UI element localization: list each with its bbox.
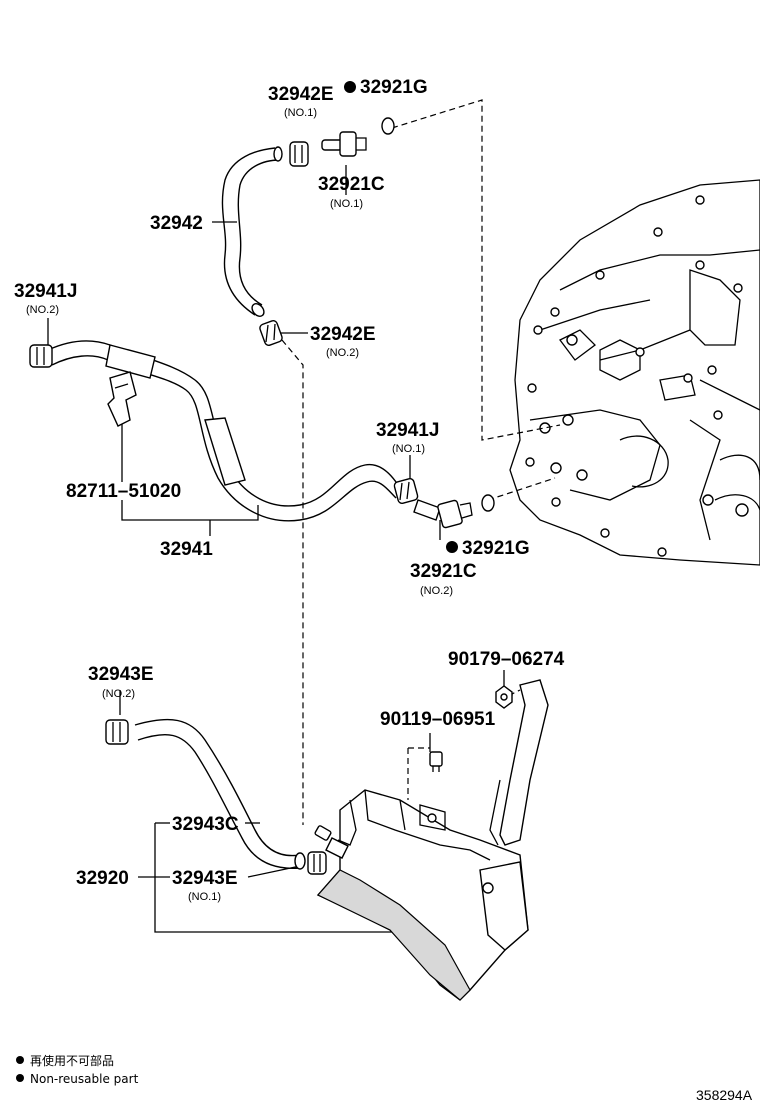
label-90119-06951: 90119–06951 [380, 709, 496, 730]
diagram-code: 358294A [696, 1087, 753, 1103]
label-32921G-no1: 32921G [360, 77, 428, 98]
label-32921C-no2-sub: (NO.2) [420, 585, 453, 597]
label-32921C-no2: 32921C [410, 561, 477, 582]
non-reusable-marker-1 [344, 81, 356, 93]
label-32941J-no2: 32941J [14, 281, 77, 302]
clip-32942E-no2 [259, 320, 283, 346]
hose-32941 [47, 340, 401, 522]
label-32943C: 32943C [172, 814, 239, 835]
nut-90179-06274 [495, 685, 513, 709]
label-32941J-no1-sub: (NO.1) [392, 443, 425, 455]
label-32943E-no1: 32943E [172, 868, 238, 889]
label-32941: 32941 [160, 539, 213, 560]
label-32943E-no1-sub: (NO.1) [188, 891, 221, 903]
clip-32943E-no2 [105, 719, 129, 745]
clip-32941J-no1 [393, 477, 419, 505]
label-32942E-no2: 32942E [310, 324, 376, 345]
engine-case [509, 179, 760, 566]
gasket-32921G-no2 [481, 494, 495, 512]
label-90179-06274: 90179–06274 [448, 649, 565, 670]
union-32921C-no2 [413, 499, 473, 529]
hose-32943C [134, 718, 306, 870]
label-32921G-no2: 32921G [462, 538, 530, 559]
legend-line-english: Non-reusable part [30, 1072, 139, 1086]
label-32941J-no2-sub: (NO.2) [26, 304, 59, 316]
legend: 再使用不可部品 Non-reusable part [16, 1053, 139, 1086]
clip-32942E-no1 [289, 141, 309, 167]
label-82711-51020: 82711–51020 [66, 481, 181, 502]
oil-separator-32920 [314, 679, 549, 1001]
hose-32942 [221, 146, 283, 317]
union-32921C-no1 [321, 131, 367, 157]
label-32942E-no2-sub: (NO.2) [326, 347, 359, 359]
clip-32943E-no1 [307, 851, 327, 875]
label-32920: 32920 [76, 868, 129, 889]
case-bolts [525, 195, 749, 557]
label-32942E-no1-sub: (NO.1) [284, 107, 317, 119]
label-32942: 32942 [150, 213, 203, 234]
label-32921C-no1-sub: (NO.1) [330, 198, 363, 210]
label-32941J-no1: 32941J [376, 420, 439, 441]
clamp-82711-51020 [107, 371, 137, 427]
label-32943E-no2-sub: (NO.2) [102, 688, 135, 700]
clip-32941J-no2 [29, 344, 53, 368]
label-32943E-no2: 32943E [88, 664, 154, 685]
non-reusable-marker-2 [446, 541, 458, 553]
label-32942E-no1: 32942E [268, 84, 334, 105]
bolt-90119-06951 [429, 751, 443, 772]
label-32921C-no1: 32921C [318, 174, 385, 195]
gasket-32921G-no1 [381, 117, 395, 135]
legend-line-japanese: 再使用不可部品 [30, 1053, 114, 1068]
